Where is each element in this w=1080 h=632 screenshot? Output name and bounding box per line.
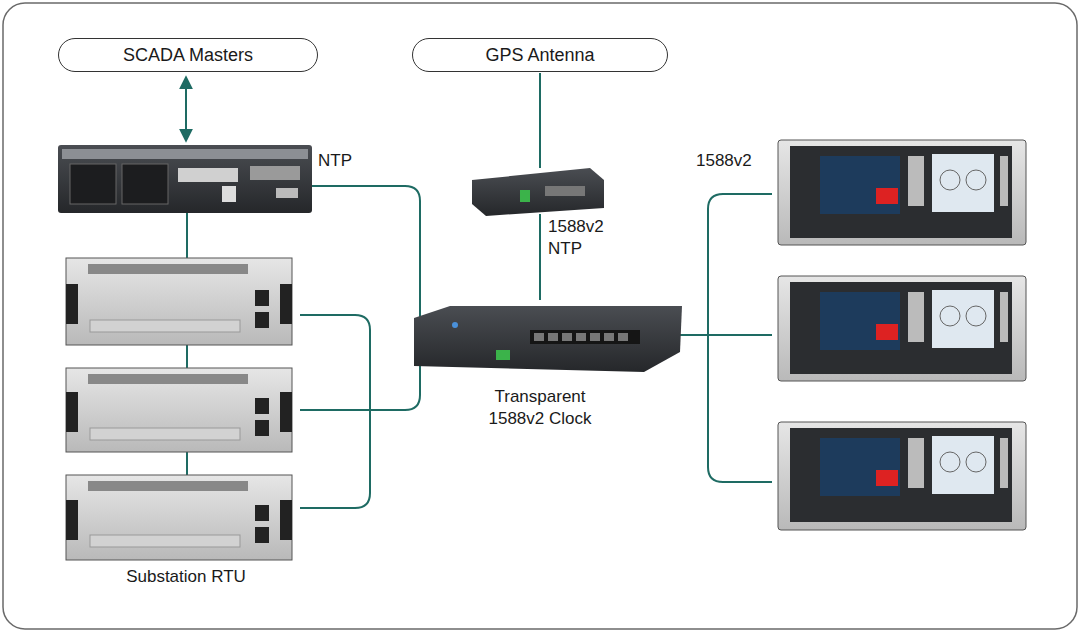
frame bbox=[3, 3, 1077, 629]
rtu-stack bbox=[66, 258, 292, 560]
server bbox=[58, 145, 312, 213]
text-label: Substation RTU bbox=[126, 566, 246, 588]
node-label: GPS Antenna bbox=[485, 45, 594, 66]
text-label: 1588v2 NTP bbox=[548, 216, 610, 260]
text-label: NTP bbox=[318, 150, 352, 172]
text-label: Transparent 1588v2 Clock bbox=[479, 386, 601, 430]
transparent-clock bbox=[414, 306, 682, 372]
rounded-box: SCADA Masters bbox=[58, 38, 318, 72]
gps-receiver bbox=[472, 168, 604, 216]
rounded-box: GPS Antenna bbox=[412, 38, 668, 72]
node-label: SCADA Masters bbox=[123, 45, 253, 66]
text-label: 1588v2 bbox=[696, 150, 752, 172]
relay-panels bbox=[778, 140, 1026, 530]
